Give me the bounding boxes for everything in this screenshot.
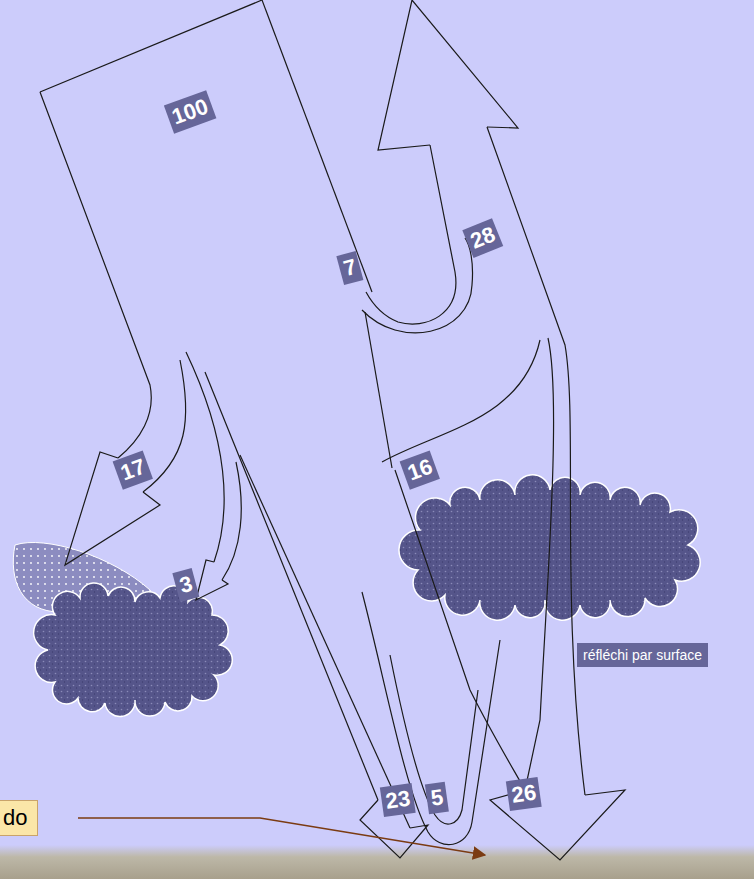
cloud bbox=[34, 583, 233, 717]
ground-strip bbox=[0, 845, 754, 879]
beam-edge bbox=[395, 470, 525, 790]
callout-number: 26 bbox=[506, 777, 542, 811]
beam-edge bbox=[365, 312, 392, 468]
callout-tag: do bbox=[0, 800, 38, 836]
beam-edge bbox=[40, 92, 151, 458]
callout-number: 28 bbox=[462, 218, 503, 258]
arrow-edge bbox=[487, 127, 585, 795]
note-label: réfléchi par surface bbox=[577, 643, 708, 667]
callout-number: 16 bbox=[400, 450, 441, 489]
arrow-edge bbox=[362, 238, 473, 333]
callout-number: 3 bbox=[172, 568, 199, 602]
arrow-edge bbox=[186, 352, 224, 562]
callout-number: 23 bbox=[380, 783, 416, 817]
callout-number: 7 bbox=[336, 251, 363, 285]
beam-edge bbox=[262, 0, 372, 292]
callout-number: 100 bbox=[164, 90, 216, 133]
beam-edge bbox=[40, 0, 262, 92]
arrow-edge bbox=[525, 338, 554, 790]
arrow-edge bbox=[366, 145, 456, 324]
arrow-edge bbox=[240, 455, 410, 828]
arrow-edge bbox=[382, 340, 540, 462]
arrow-edge bbox=[205, 372, 378, 800]
arrow-outlines bbox=[40, 0, 625, 860]
arrow-edge bbox=[362, 592, 500, 845]
arrow-head-outline bbox=[378, 0, 518, 150]
callout-number: 5 bbox=[425, 782, 449, 815]
arrow-edge bbox=[222, 462, 241, 580]
leader-line bbox=[78, 818, 485, 855]
callout-number: 17 bbox=[113, 450, 154, 489]
arrow-head-outline bbox=[196, 560, 228, 600]
